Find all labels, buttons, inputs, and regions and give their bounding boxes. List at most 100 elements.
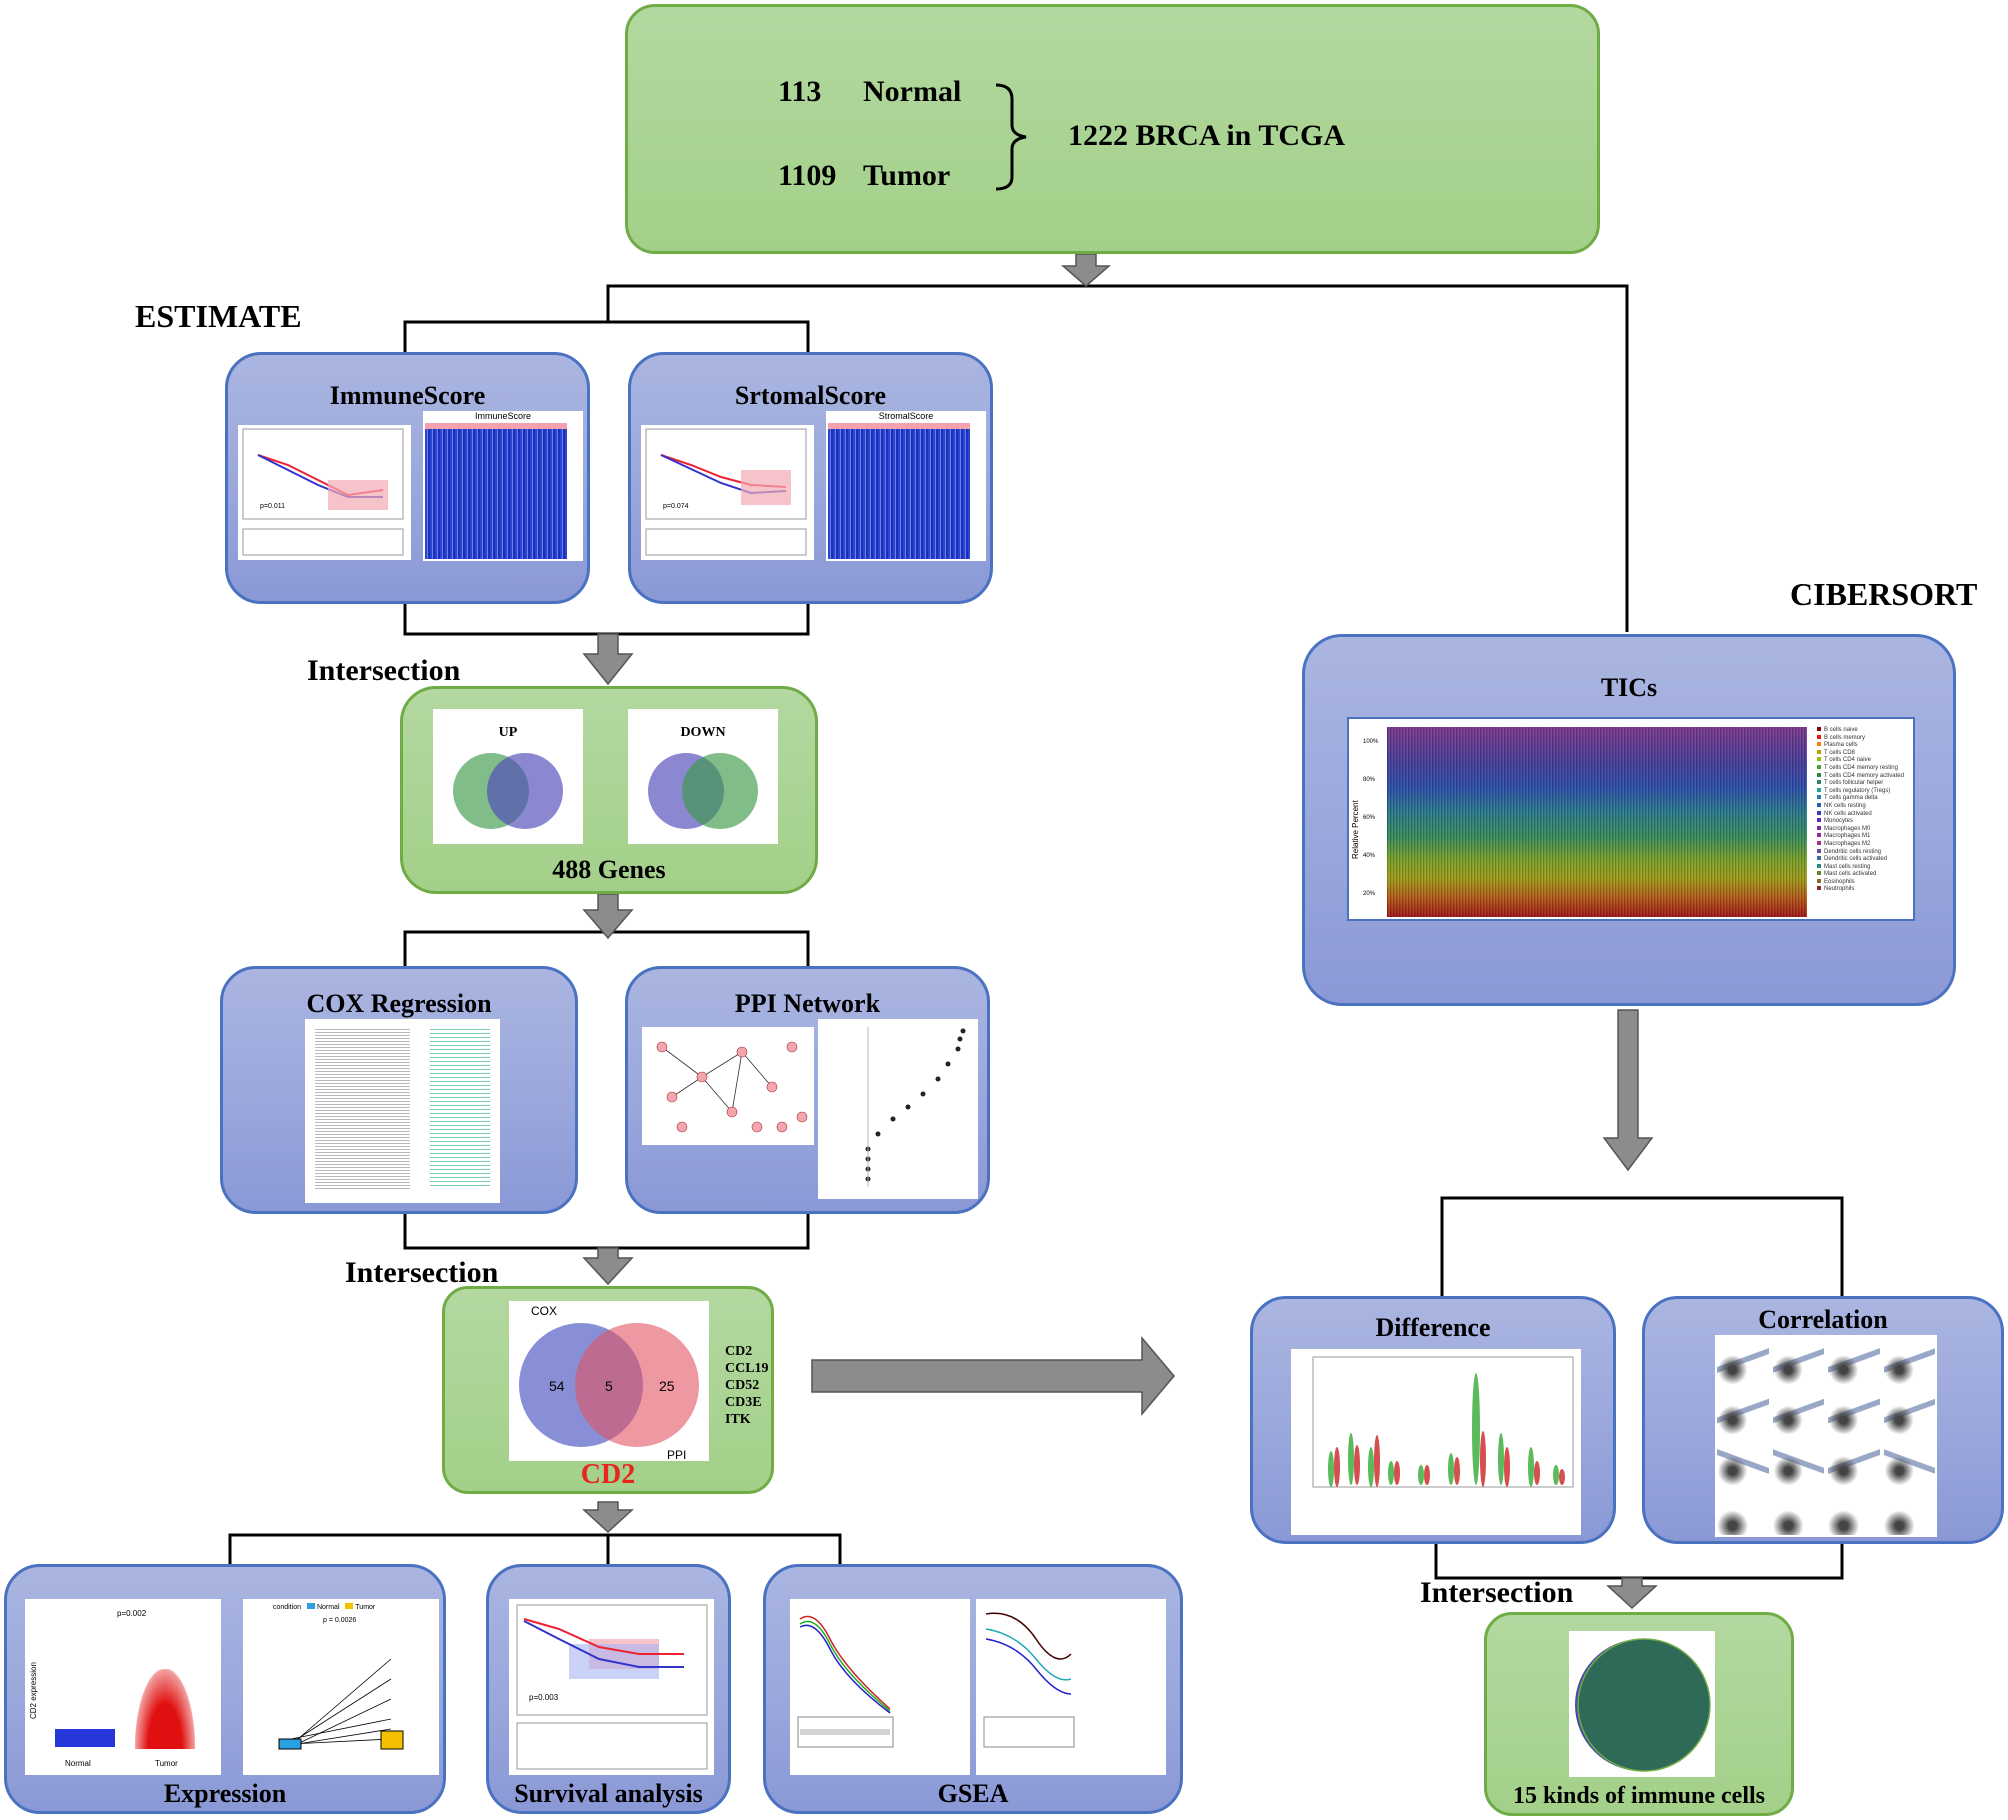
normal-count: 113 (778, 75, 822, 108)
legend-label: Macrophages M0 (1824, 825, 1871, 832)
tics-title: TICs (1600, 673, 1658, 702)
legend-label: Monocytes (1824, 818, 1854, 825)
gsea-plot-high (790, 1599, 970, 1775)
legend-item: Plasma cells (1817, 742, 1904, 750)
down-title: DOWN (680, 725, 726, 740)
legend-label: T cells regulatory (Tregs) (1824, 787, 1891, 794)
tumor-label: Tumor (863, 159, 951, 192)
legend-swatch (1817, 727, 1821, 731)
legend-item: NK cells activated (1817, 810, 1904, 819)
legend-item: B cells memory (1817, 734, 1904, 743)
legend-item: Monocytes (1817, 818, 1904, 826)
arrow-down-4 (582, 1501, 634, 1534)
venn-cox-label: COX (531, 1304, 557, 1318)
intersection-label-2: Intersection (345, 1256, 499, 1289)
heatmap: ImmuneScore (423, 411, 583, 561)
legend-item: T cells follicular helper (1817, 780, 1904, 788)
ppi-title: PPI Network (734, 989, 881, 1018)
tick: 60% (1363, 815, 1376, 821)
arrow-down-top (1060, 253, 1112, 287)
survival-analysis-box: p=0.003 Survival analysis (486, 1564, 731, 1814)
legend-label: B cells memory (1824, 734, 1866, 741)
legend-item: B cells naive (1817, 727, 1904, 735)
legend-item: Eosinophils (1817, 878, 1904, 887)
legend-swatch (1817, 810, 1821, 815)
arrow-down-3 (582, 1247, 634, 1286)
venn-shared-count: 5 (605, 1378, 613, 1394)
gene-item: CD52 (725, 1378, 760, 1393)
legend-item: NK cells resting (1817, 802, 1904, 811)
shared-gene-list: CD2 CCL19 CD52 CD3E ITK (725, 1343, 769, 1428)
forest-plot (305, 1019, 500, 1203)
legend-swatch (1817, 825, 1821, 830)
gene-item: CD3E (725, 1395, 762, 1410)
bars (1387, 727, 1807, 917)
legend-item: T cells CD8 (1817, 749, 1904, 758)
network-plot (642, 1027, 814, 1145)
legend-swatch-tumor (345, 1603, 354, 1609)
legend: condition Normal Tumor (273, 1603, 375, 1611)
legend-item: Macrophages M0 (1817, 825, 1904, 834)
gene-item: CD2 (725, 1344, 753, 1359)
overlap-venn (1569, 1631, 1715, 1777)
expression-title: Expression (163, 1779, 287, 1808)
legend-swatch-normal (306, 1603, 315, 1609)
bracket (995, 83, 1027, 191)
legend-label: Plasma cells (1824, 742, 1858, 749)
gsea-box: GSEA (763, 1564, 1183, 1814)
scatter-grid (1715, 1335, 1937, 1537)
gene-venn-box: UP DOWN 488 Genes (400, 686, 818, 894)
legend-normal: Normal (316, 1604, 340, 1611)
venn-cox-count: 54 (549, 1378, 565, 1394)
legend-label: T cells CD4 memory activated (1824, 772, 1904, 779)
legend-swatch (1817, 863, 1821, 868)
legend-swatch (1817, 818, 1821, 823)
legend-item: Macrophages M2 (1817, 840, 1904, 849)
gsea-plot-low (976, 1599, 1166, 1775)
legend-swatch (1817, 802, 1821, 807)
gene-item: CCL19 (725, 1361, 769, 1376)
legend-swatch (1817, 878, 1821, 883)
cd2-result: CD2 (580, 1459, 636, 1490)
legend-tumor: Tumor (355, 1604, 376, 1611)
legend-label: Macrophages M1 (1824, 833, 1871, 840)
immunescore-title: ImmuneScore (329, 381, 486, 410)
arrow-down-1 (582, 633, 634, 686)
legend-label: NK cells activated (1824, 810, 1872, 817)
legend-swatch (1817, 856, 1821, 861)
legend-swatch (1817, 734, 1821, 739)
tick: 0% (1363, 913, 1378, 919)
tick: 40% (1363, 853, 1376, 859)
expression-box: CD2 expression p=0.002 Normal Tumor cond… (4, 1564, 446, 1814)
difference-title: Difference (1375, 1313, 1491, 1342)
stromalscore-title: SrtomalScore (734, 381, 887, 410)
intersection-label-1: Intersection (307, 654, 461, 687)
cox-ppi-venn: COX PPI 54 5 25 (509, 1301, 709, 1461)
y-ticks: 100% 80% 60% 40% 20% 0% (1363, 723, 1378, 919)
cd2-venn-box: COX PPI 54 5 25 CD2 CCL19 CD52 CD3E ITK … (442, 1286, 774, 1494)
gene-item: ITK (725, 1412, 751, 1427)
stacked-bar-chart: Relative Percent 100% 80% 60% 40% 20% 0%… (1347, 717, 1915, 921)
legend-swatch (1817, 787, 1821, 792)
total-label: 1222 BRCA in TCGA (1068, 119, 1346, 152)
correlation-box: Correlation (1642, 1296, 2004, 1544)
legend-item: T cells CD4 memory resting (1817, 764, 1904, 773)
tics-box: TICs Relative Percent 100% 80% 60% 40% 2… (1302, 634, 1956, 1006)
heatmap: StromalScore (826, 411, 986, 561)
legend-label: Dendritic cells activated (1824, 856, 1888, 863)
legend-item: Mast cells activated (1817, 871, 1904, 879)
legend-label: NK cells resting (1824, 802, 1866, 809)
gene-count: 488 Genes (552, 855, 666, 884)
arrow-down-5 (1606, 1577, 1658, 1610)
arrow-down-2 (582, 893, 634, 940)
legend-swatch (1817, 749, 1821, 754)
difference-box: Difference (1250, 1296, 1616, 1544)
legend-label: Dendritic cells resting (1824, 848, 1882, 855)
arrow-right-cd2 (811, 1335, 1175, 1417)
legend-item: T cells CD4 naive (1817, 757, 1904, 765)
immune-cells-count: 15 kinds of immune cells (1512, 1783, 1766, 1809)
normal-label: Normal (863, 75, 962, 108)
legend-label: Eosinophils (1824, 878, 1855, 885)
